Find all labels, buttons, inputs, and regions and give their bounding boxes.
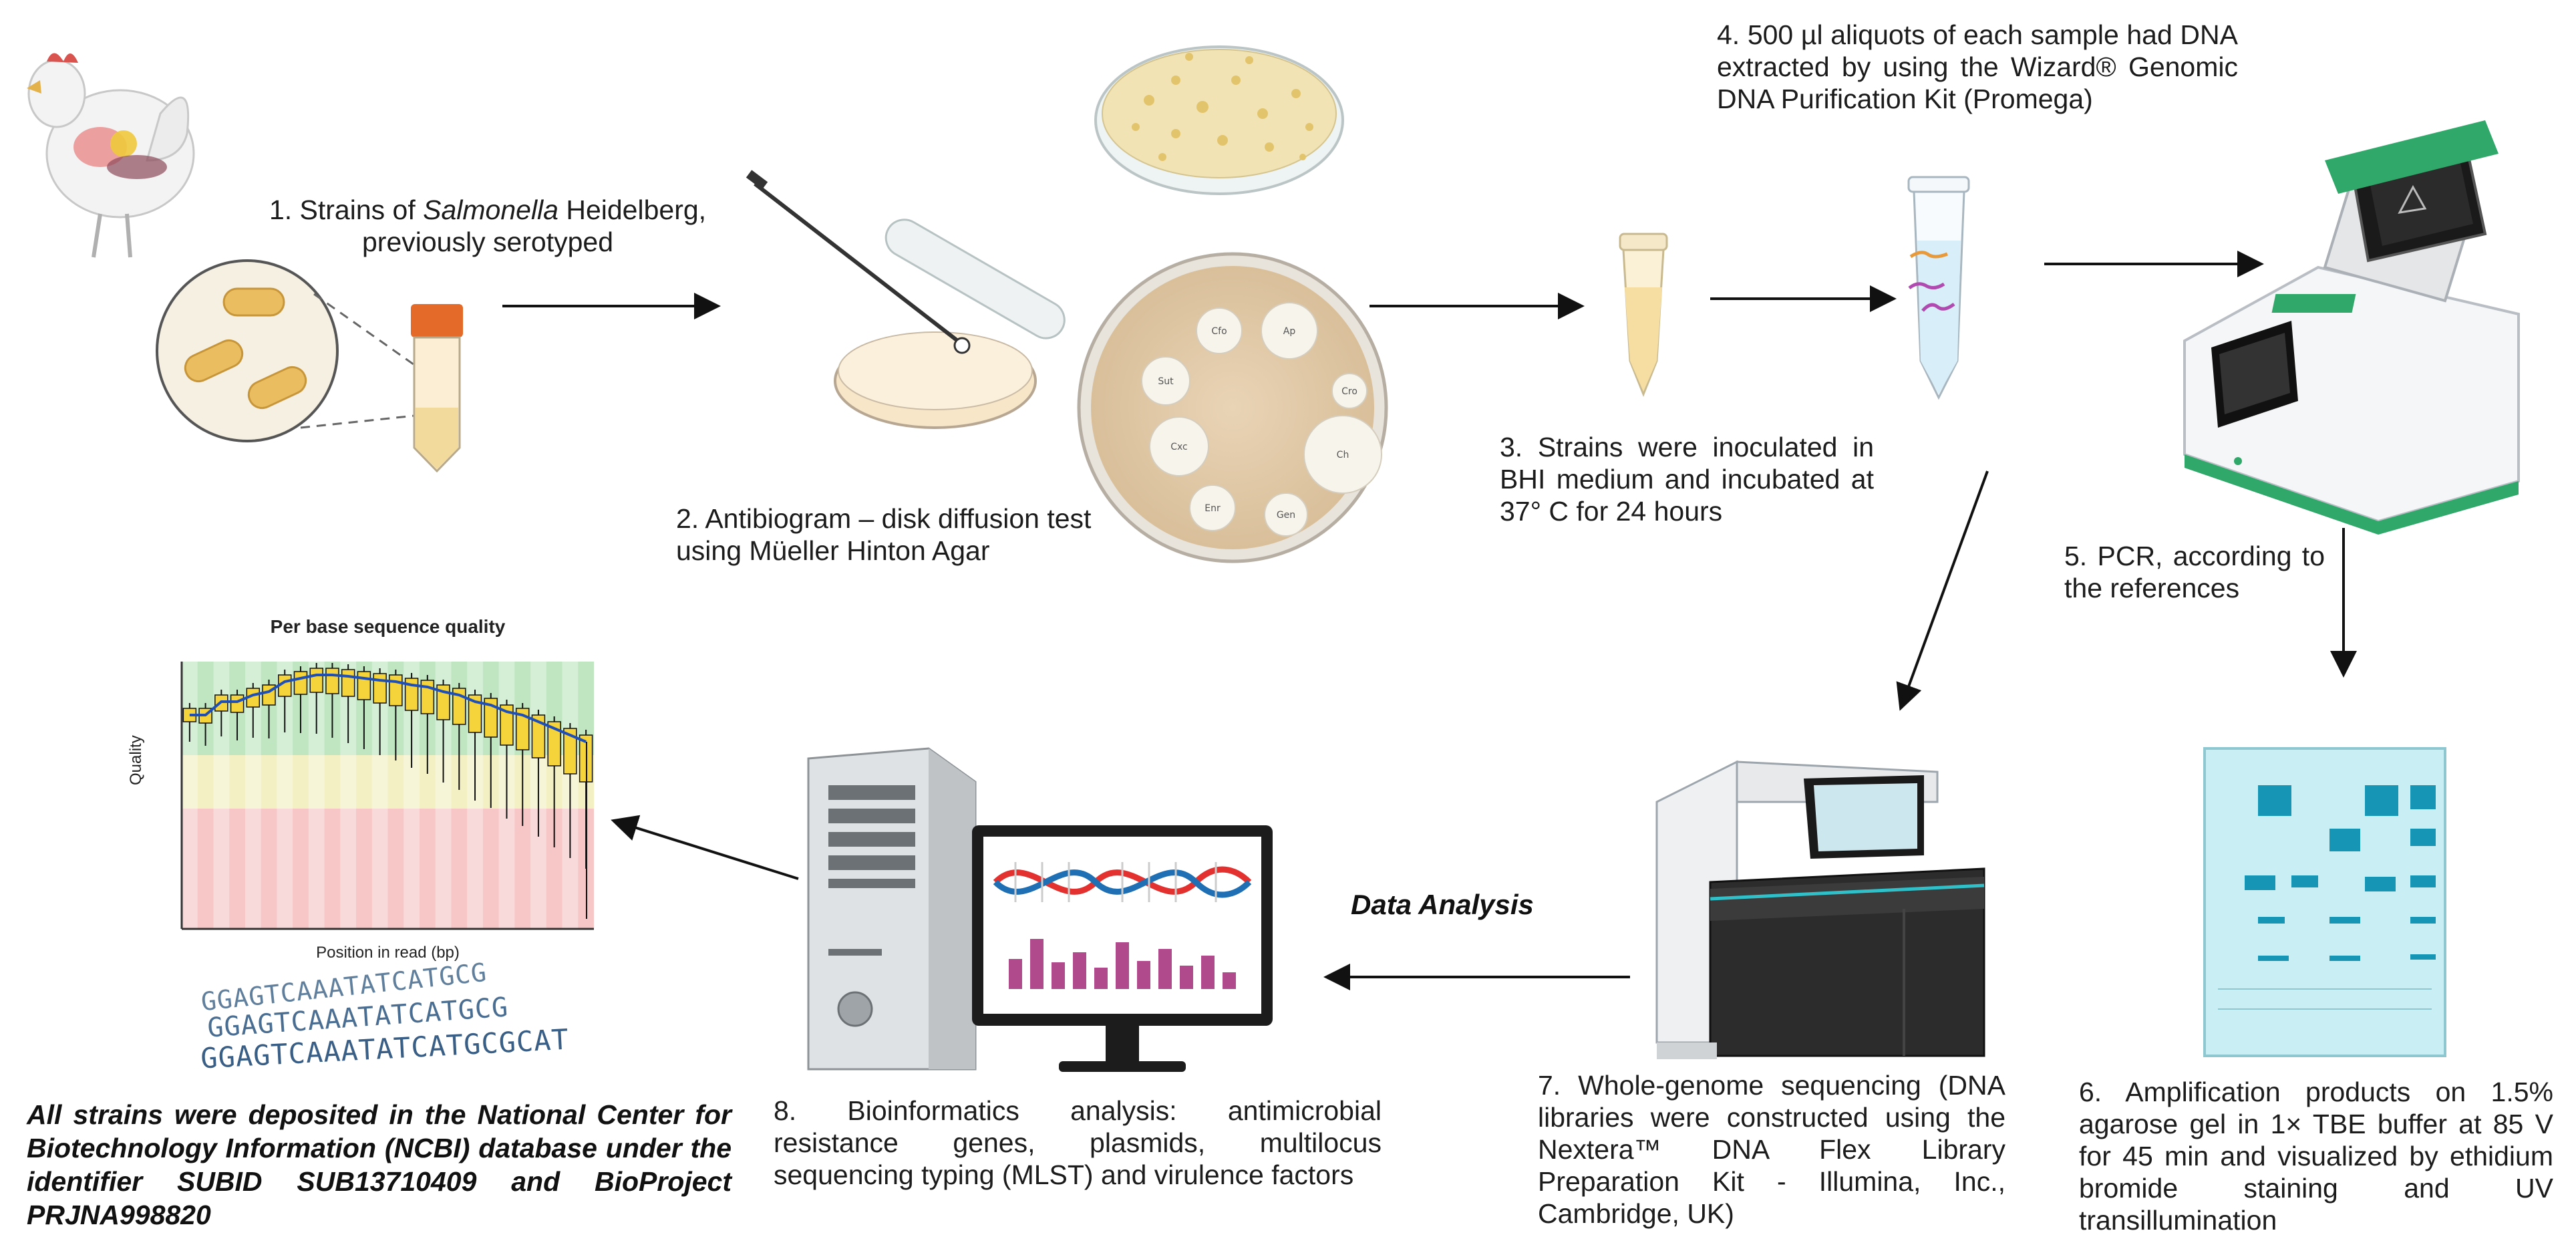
data-analysis-label: Data Analysis (1351, 889, 1534, 920)
svg-text:Cfo: Cfo (1211, 326, 1227, 337)
dna-tube-icon (1907, 176, 1970, 400)
colony-petri-icon (1094, 45, 1344, 195)
chart-box (547, 721, 561, 766)
chart-box (230, 694, 245, 713)
flow-arrows (502, 251, 2357, 990)
chart-stripe (213, 662, 230, 929)
svg-text:Ap: Ap (1283, 326, 1296, 337)
svg-text:Gen: Gen (1277, 510, 1295, 521)
falcon-tube-icon (411, 304, 463, 473)
chart-box (468, 694, 482, 733)
svg-text:Enr: Enr (1204, 503, 1221, 514)
svg-text:Cxc: Cxc (1170, 442, 1188, 452)
chart-stripe (182, 662, 198, 929)
step4-label: 4. 500 µl aliquots of each sample had DN… (1717, 19, 2238, 114)
chart-box (293, 671, 308, 695)
chart-ylabel: Quality (127, 735, 145, 785)
step2-label: 2. Antibiogram – disk diffusion test usi… (676, 503, 1092, 566)
sequencer-icon (1655, 760, 1985, 1059)
agarose-gel-icon (2203, 747, 2446, 1057)
chart-stripe (404, 662, 420, 929)
chicken-icon (27, 53, 195, 258)
step6-label: 6. Amplification products on 1.5% agaros… (2079, 1077, 2553, 1236)
chart-stripe (435, 662, 452, 929)
chart-box (389, 674, 403, 706)
chart-xlabel: Position in read (bp) (316, 944, 460, 962)
step1-label: 1. Strains of Salmonella Heidelberg, pre… (269, 194, 707, 257)
chart-title: Per base sequence quality (270, 616, 506, 637)
microtube-icon (1619, 233, 1668, 398)
step7-label: 7. Whole-genome sequencing (DNA librarie… (1538, 1070, 2005, 1229)
chart-stripe (277, 662, 293, 929)
chart-box (484, 698, 498, 738)
chart-stripe (340, 662, 357, 929)
chart-box (309, 668, 323, 693)
chart-box (500, 704, 514, 746)
swab-petri-icon (746, 170, 1066, 429)
thermocycler-icon (2183, 120, 2520, 535)
computer-tower-icon (807, 747, 977, 1071)
svg-text:Ch: Ch (1337, 450, 1349, 460)
chart-box (373, 673, 387, 704)
chart-box (515, 708, 530, 750)
chart-stripe (308, 662, 325, 929)
quality-chart (180, 662, 594, 930)
svg-text:Sut: Sut (1158, 376, 1174, 387)
deposit-note: All strains were deposited in the Nation… (27, 1099, 732, 1230)
chart-box (563, 728, 577, 775)
step3-label: 3. Strains were inoculated in BHI medium… (1500, 432, 1874, 527)
chart-box (341, 669, 355, 697)
chart-box (357, 671, 371, 700)
step8-label: 8. Bioinformatics analysis: antimicrobia… (774, 1095, 1382, 1190)
chart-stripe (245, 662, 261, 929)
step5-label: 5. PCR, according to the references (2064, 541, 2325, 603)
bacteria-magnifier-icon (156, 259, 428, 442)
chart-box (531, 714, 546, 758)
chart-stripe (371, 662, 388, 929)
svg-text:Cro: Cro (1341, 386, 1357, 397)
monitor-icon (972, 825, 1273, 1072)
chart-box (325, 668, 339, 694)
